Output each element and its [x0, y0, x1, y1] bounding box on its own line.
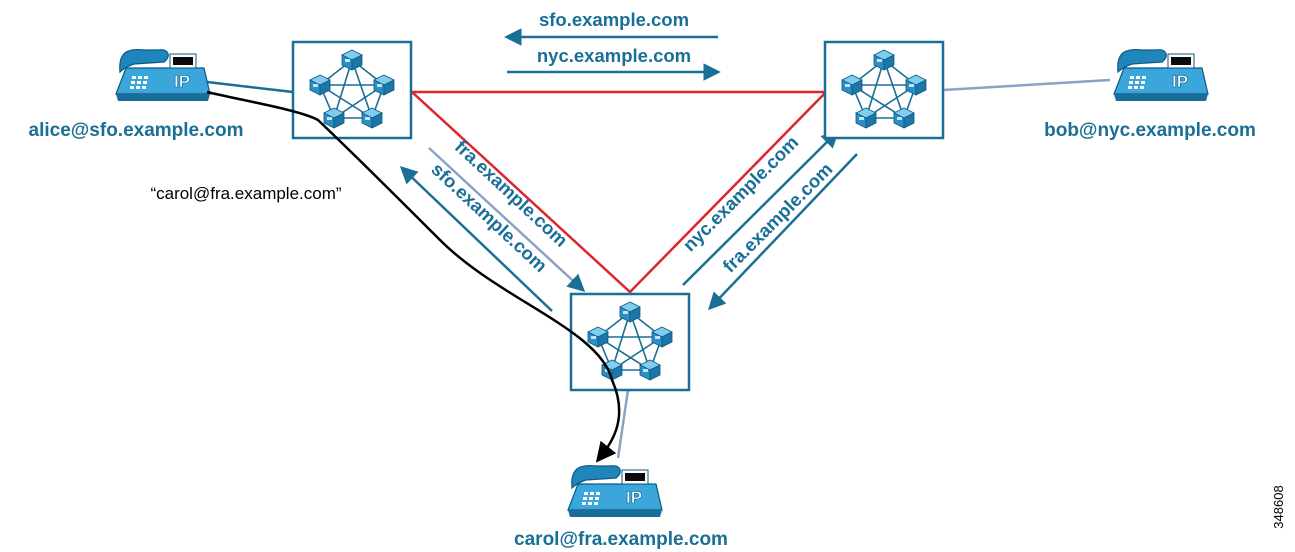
route-arrow-nyc-right — [682, 129, 840, 286]
route-label-sfo-top: sfo.example.com — [539, 9, 689, 30]
link-bob-nyc — [942, 78, 1111, 92]
route-arrow-fra-right — [707, 153, 858, 311]
trunk-triangle — [408, 90, 829, 294]
route-label-nyc-right: nyc.example.com — [678, 131, 802, 255]
dialed-uri-label: “carol@fra.example.com” — [150, 184, 341, 203]
link-alice-sfo — [206, 80, 294, 94]
route-label-nyc-top: nyc.example.com — [537, 45, 691, 66]
cluster-fra — [571, 294, 689, 390]
phone-label-alice: alice@sfo.example.com — [29, 120, 244, 141]
cluster-sfo — [293, 42, 411, 138]
route-arrow-sfo-left — [399, 165, 553, 312]
call-path — [206, 90, 621, 463]
phone-label-bob: bob@nyc.example.com — [1044, 120, 1256, 141]
ip-phone-icon-bob — [1113, 48, 1209, 102]
ip-phone-icon-carol — [567, 464, 663, 518]
link-carol-fra — [616, 389, 630, 459]
route-arrow-fra-left — [428, 147, 586, 292]
phone-label-carol: carol@fra.example.com — [514, 529, 728, 550]
figure-id: 348608 — [1271, 485, 1286, 528]
cluster-nyc — [825, 42, 943, 138]
ip-phone-icon-alice — [115, 48, 211, 102]
route-label-fra-right: fra.example.com — [718, 158, 836, 276]
